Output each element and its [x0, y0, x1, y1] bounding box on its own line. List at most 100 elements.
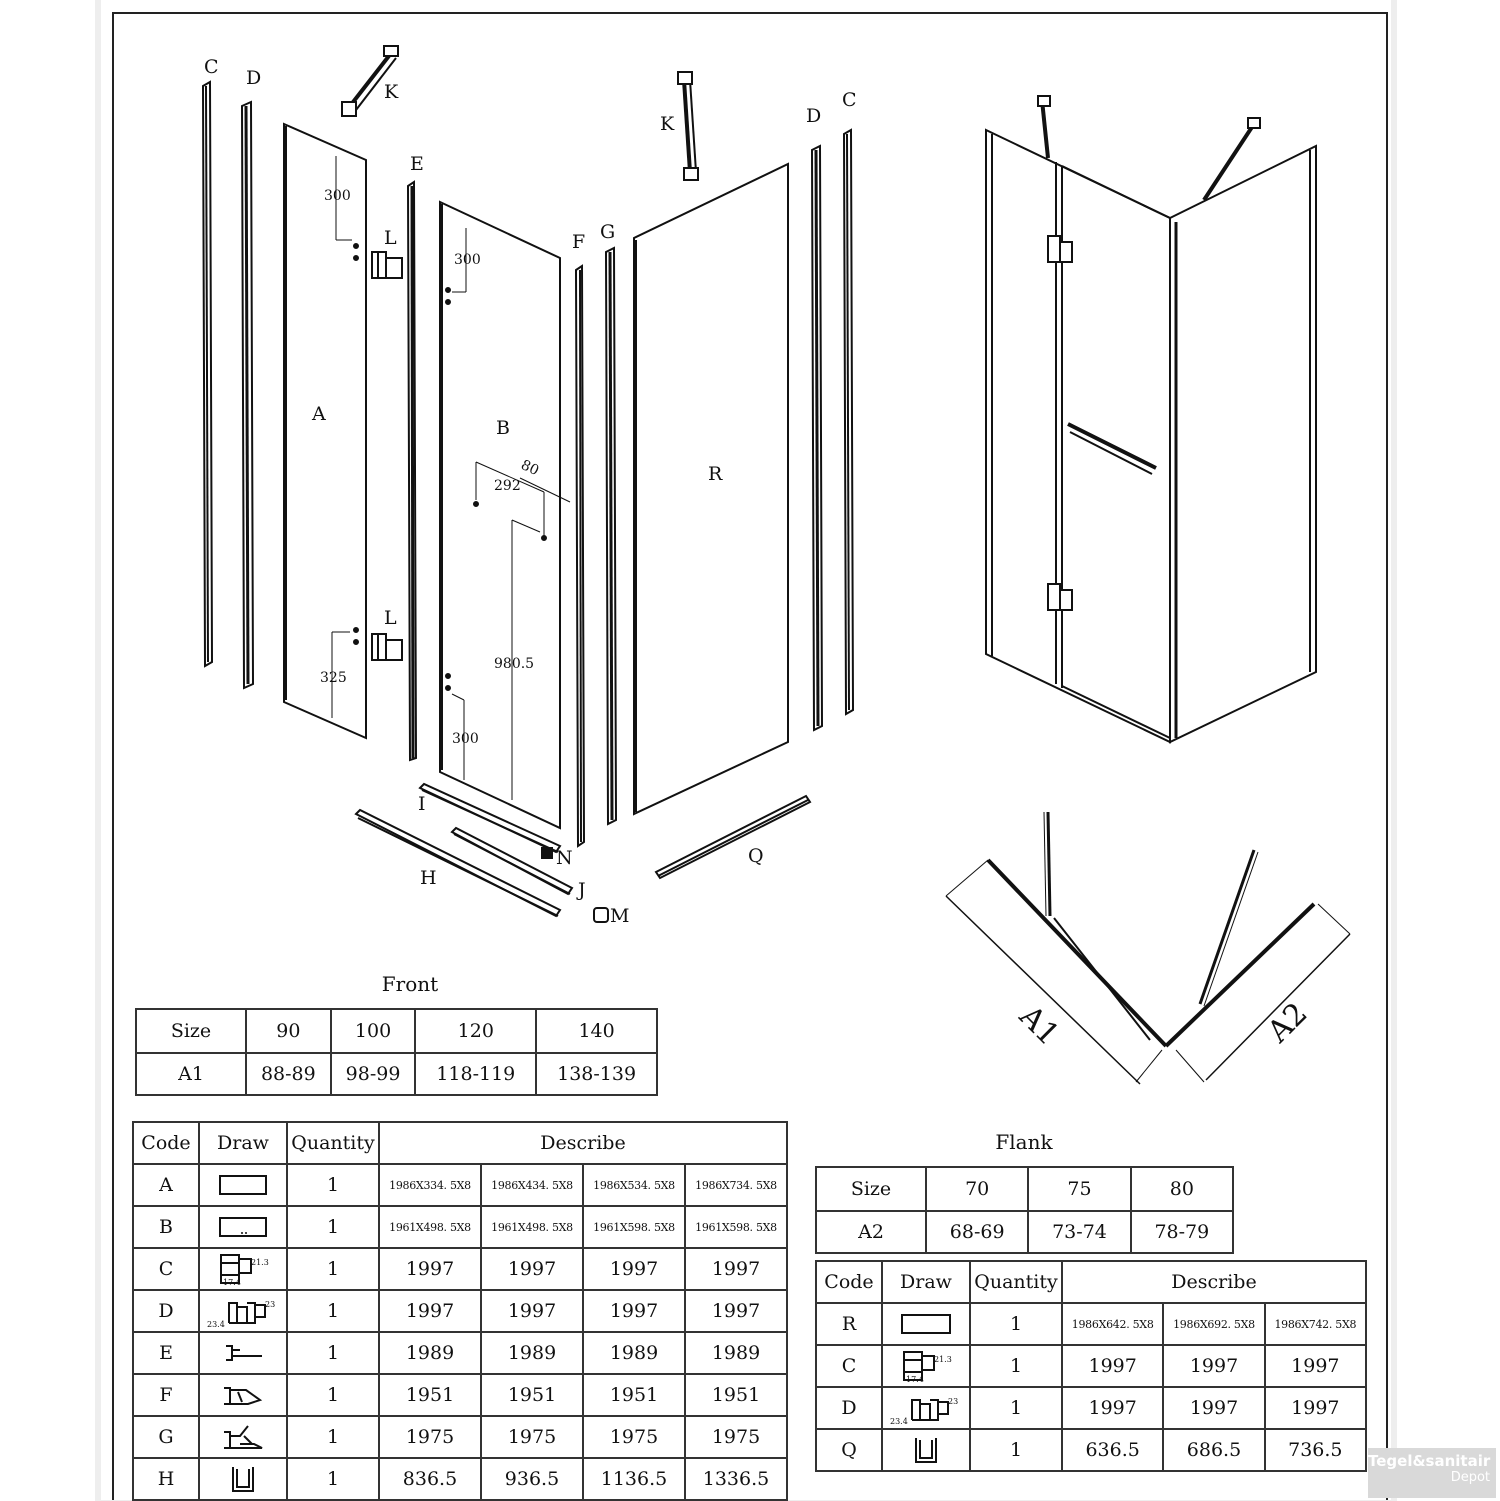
front-a1-100: 98-99 — [329, 1052, 417, 1096]
table-row: H 1 836.5 936.5 1136.5 1336.5 — [132, 1457, 788, 1501]
front-a1-120: 118-119 — [414, 1052, 538, 1096]
svg-text:17.4: 17.4 — [906, 1375, 924, 1384]
row-qty: 1 — [286, 1247, 380, 1291]
table-row: E 1 1989 1989 1989 1989 — [132, 1331, 788, 1375]
dim-b-handle-d: 80 — [518, 457, 541, 479]
row-val: 1961X498. 5X8 — [378, 1205, 482, 1249]
label-a: A — [311, 403, 326, 425]
draw-cell: 23 23.4 — [198, 1289, 288, 1333]
row-qty: 1 — [286, 1373, 380, 1417]
row-val: 1997 — [378, 1289, 482, 1333]
flank-parts-table: Code Draw Quantity Describe R 1 1986X642… — [815, 1260, 1368, 1472]
draw-cell — [881, 1302, 971, 1346]
label-b: B — [496, 417, 510, 439]
row-val: 1997 — [1060, 1344, 1165, 1388]
bracket-k-left — [341, 45, 399, 117]
panel-b — [439, 200, 571, 830]
row-val: 1997 — [1162, 1344, 1266, 1388]
row-qty: 1 — [969, 1302, 1063, 1346]
label-j: J — [576, 879, 586, 901]
flank-size-80: 80 — [1129, 1166, 1235, 1212]
row-val: 686.5 — [1162, 1428, 1266, 1472]
svg-text:23.4: 23.4 — [207, 1320, 225, 1329]
row-val: 1989 — [378, 1331, 482, 1375]
row-val: 1975 — [378, 1415, 482, 1459]
draw-cell: 23 23.4 — [881, 1386, 971, 1430]
hinge-l-top — [371, 251, 403, 279]
dim-b-bottom: 300 — [452, 731, 479, 747]
label-c-right: C — [842, 89, 857, 111]
row-code: E — [132, 1331, 200, 1375]
hinge-l-bottom — [371, 633, 403, 661]
row-val: 1986X734. 5X8 — [684, 1163, 788, 1207]
svg-text:21.3: 21.3 — [934, 1355, 952, 1364]
front-header-code: Code — [132, 1121, 200, 1165]
row-val: 1986X534. 5X8 — [582, 1163, 686, 1207]
dim-b-handle-w: 292 — [494, 478, 521, 494]
row-val: 1951 — [378, 1373, 482, 1417]
panel-holes-icon — [219, 1217, 267, 1237]
watermark-logo: Tegel&sanitair Depot — [1368, 1448, 1496, 1498]
label-k-left: K — [384, 81, 399, 103]
u-profile-icon — [915, 1438, 937, 1463]
flank-size-75: 75 — [1027, 1166, 1132, 1212]
front-size-90: 90 — [245, 1008, 332, 1054]
label-l-bottom: L — [384, 607, 397, 629]
label-m: M — [610, 905, 629, 927]
table-row: G 1 1975 1975 1975 1975 — [132, 1415, 788, 1459]
bracket-k-right — [677, 71, 699, 181]
row-code: C — [815, 1344, 883, 1388]
table-row: A 1 1986X334. 5X8 1986X434. 5X8 1986X534… — [132, 1163, 788, 1207]
plan-label-a2: A2 — [1260, 996, 1314, 1050]
row-qty: 1 — [969, 1386, 1063, 1430]
row-val: 1336.5 — [684, 1457, 788, 1501]
row-val: 1989 — [684, 1331, 788, 1375]
row-val: 1989 — [582, 1331, 686, 1375]
row-val: 1997 — [582, 1289, 686, 1333]
row-val: 1986X742. 5X8 — [1263, 1302, 1368, 1346]
row-code: H — [132, 1457, 200, 1501]
table-row: Q 1 636.5 686.5 736.5 — [815, 1428, 1368, 1472]
front-size-table: Size 90 100 120 140 A1 88-89 98-99 118-1… — [135, 1008, 658, 1096]
profile-i — [418, 782, 562, 854]
label-r: R — [708, 463, 723, 485]
row-val: 1997 — [1162, 1386, 1266, 1430]
row-val: 1951 — [582, 1373, 686, 1417]
draw-cell: 21.3 17.4 — [198, 1247, 288, 1291]
front-size-120: 120 — [414, 1008, 538, 1054]
flank-size-label: Size — [815, 1166, 927, 1212]
row-val: 1136.5 — [582, 1457, 686, 1501]
cap-n — [541, 847, 553, 859]
profile-d-icon: 23 23.4 — [207, 1300, 275, 1329]
row-val: 736.5 — [1263, 1428, 1368, 1472]
panel-a — [283, 122, 367, 740]
table-row: C 21.3 17.4 1 1997 1997 1997 1997 — [132, 1247, 788, 1291]
row-val: 1997 — [1263, 1386, 1368, 1430]
draw-cell — [881, 1428, 971, 1472]
row-val: 936.5 — [480, 1457, 584, 1501]
plan-view — [945, 811, 1351, 1085]
profile-h — [354, 808, 562, 918]
row-val: 1986X692. 5X8 — [1162, 1302, 1266, 1346]
plan-label-a1: A1 — [1012, 998, 1066, 1052]
row-code: C — [132, 1247, 200, 1291]
label-f: F — [572, 231, 585, 253]
row-val: 836.5 — [378, 1457, 482, 1501]
watermark-line2: Depot — [1450, 1470, 1490, 1485]
label-g: G — [600, 221, 615, 243]
svg-text:23.4: 23.4 — [890, 1417, 908, 1426]
row-val: 1961X498. 5X8 — [480, 1205, 584, 1249]
table-row: R 1 1986X642. 5X8 1986X692. 5X8 1986X742… — [815, 1302, 1368, 1346]
row-val: 1997 — [378, 1247, 482, 1291]
row-val: 1989 — [480, 1331, 584, 1375]
flank-title: Flank — [995, 1130, 1053, 1154]
front-size-label: Size — [135, 1008, 247, 1054]
row-val: 1951 — [480, 1373, 584, 1417]
row-val: 1951 — [684, 1373, 788, 1417]
seal-g-icon — [224, 1425, 263, 1449]
row-code: R — [815, 1302, 883, 1346]
row-code: B — [132, 1205, 200, 1249]
row-qty: 1 — [286, 1163, 380, 1207]
dim-b-height: 980.5 — [494, 656, 534, 672]
